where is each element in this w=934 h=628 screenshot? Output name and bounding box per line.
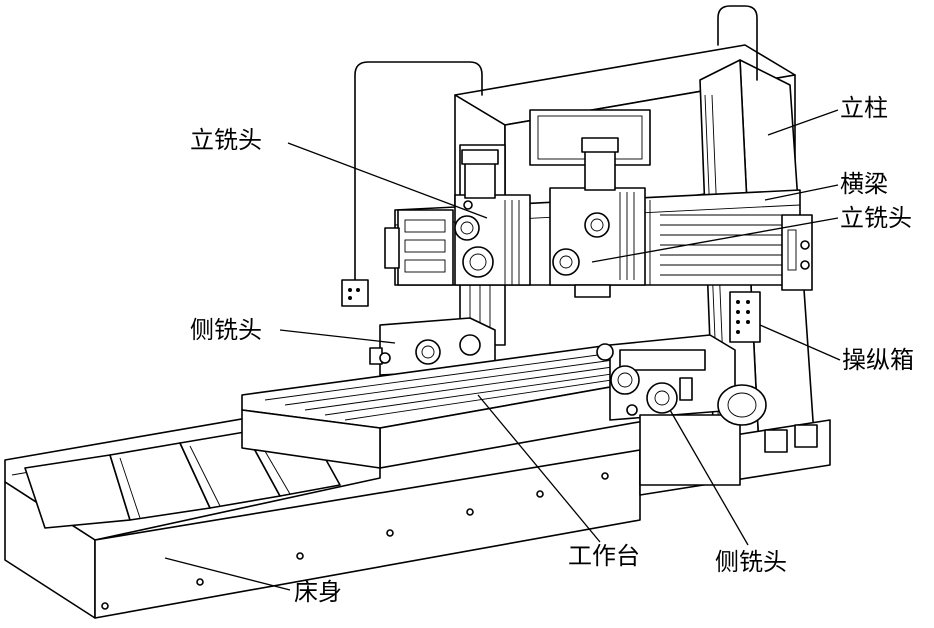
label-vertical-head-left: 立铣头 (190, 126, 262, 154)
bed (4, 394, 641, 619)
vertical-head-right-drawing (549, 137, 646, 298)
label-column: 立柱 (840, 94, 888, 122)
leader-lines (164, 109, 841, 591)
control-box-drawing (729, 291, 761, 343)
side-head-left-drawing (369, 317, 496, 376)
label-vertical-head-right: 立铣头 (840, 204, 912, 232)
label-bed: 床身 (294, 578, 342, 606)
crossbeam-ribs (660, 214, 790, 276)
label-side-head-left: 侧铣头 (190, 316, 262, 344)
label-side-head-right: 侧铣头 (715, 548, 787, 576)
worktable (241, 344, 651, 469)
label-worktable: 工作台 (568, 542, 640, 570)
crossbeam-right-panel (781, 214, 813, 291)
vertical-head-left-drawing (384, 149, 531, 286)
label-crossbeam: 横梁 (840, 170, 888, 198)
label-control-box: 操纵箱 (842, 346, 914, 374)
side-head-right-drawing (596, 334, 767, 486)
